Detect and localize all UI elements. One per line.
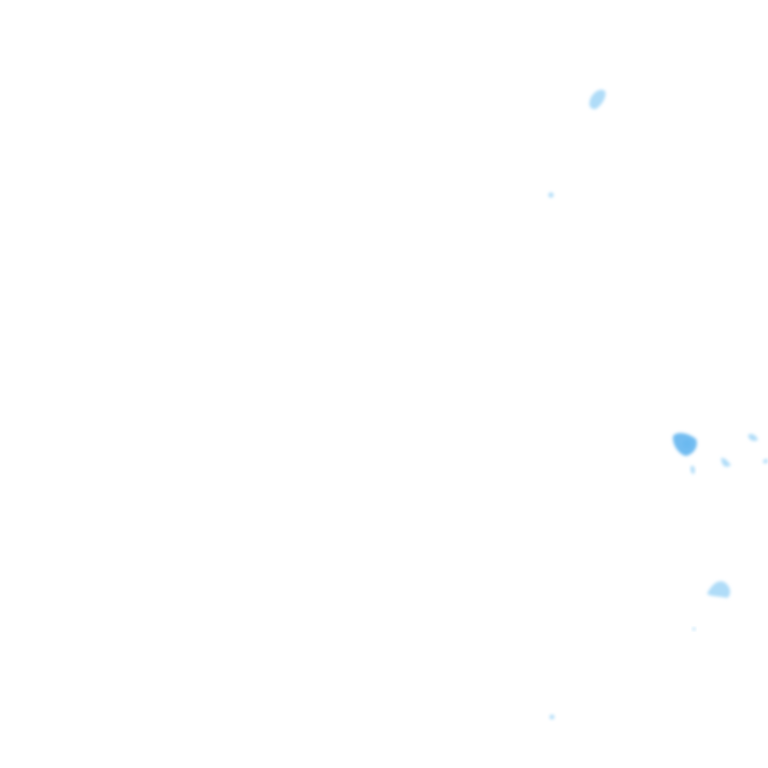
radar-echo [549,714,555,720]
radar-echo [763,458,768,464]
radar-echo [548,192,554,198]
radar-echo [748,433,758,441]
radar-echo-core [682,439,692,449]
radar-echo [692,627,696,631]
radar-echo [690,465,695,474]
radar-echo [707,581,731,598]
radar-echo [589,89,606,110]
radar-echo [721,457,731,467]
